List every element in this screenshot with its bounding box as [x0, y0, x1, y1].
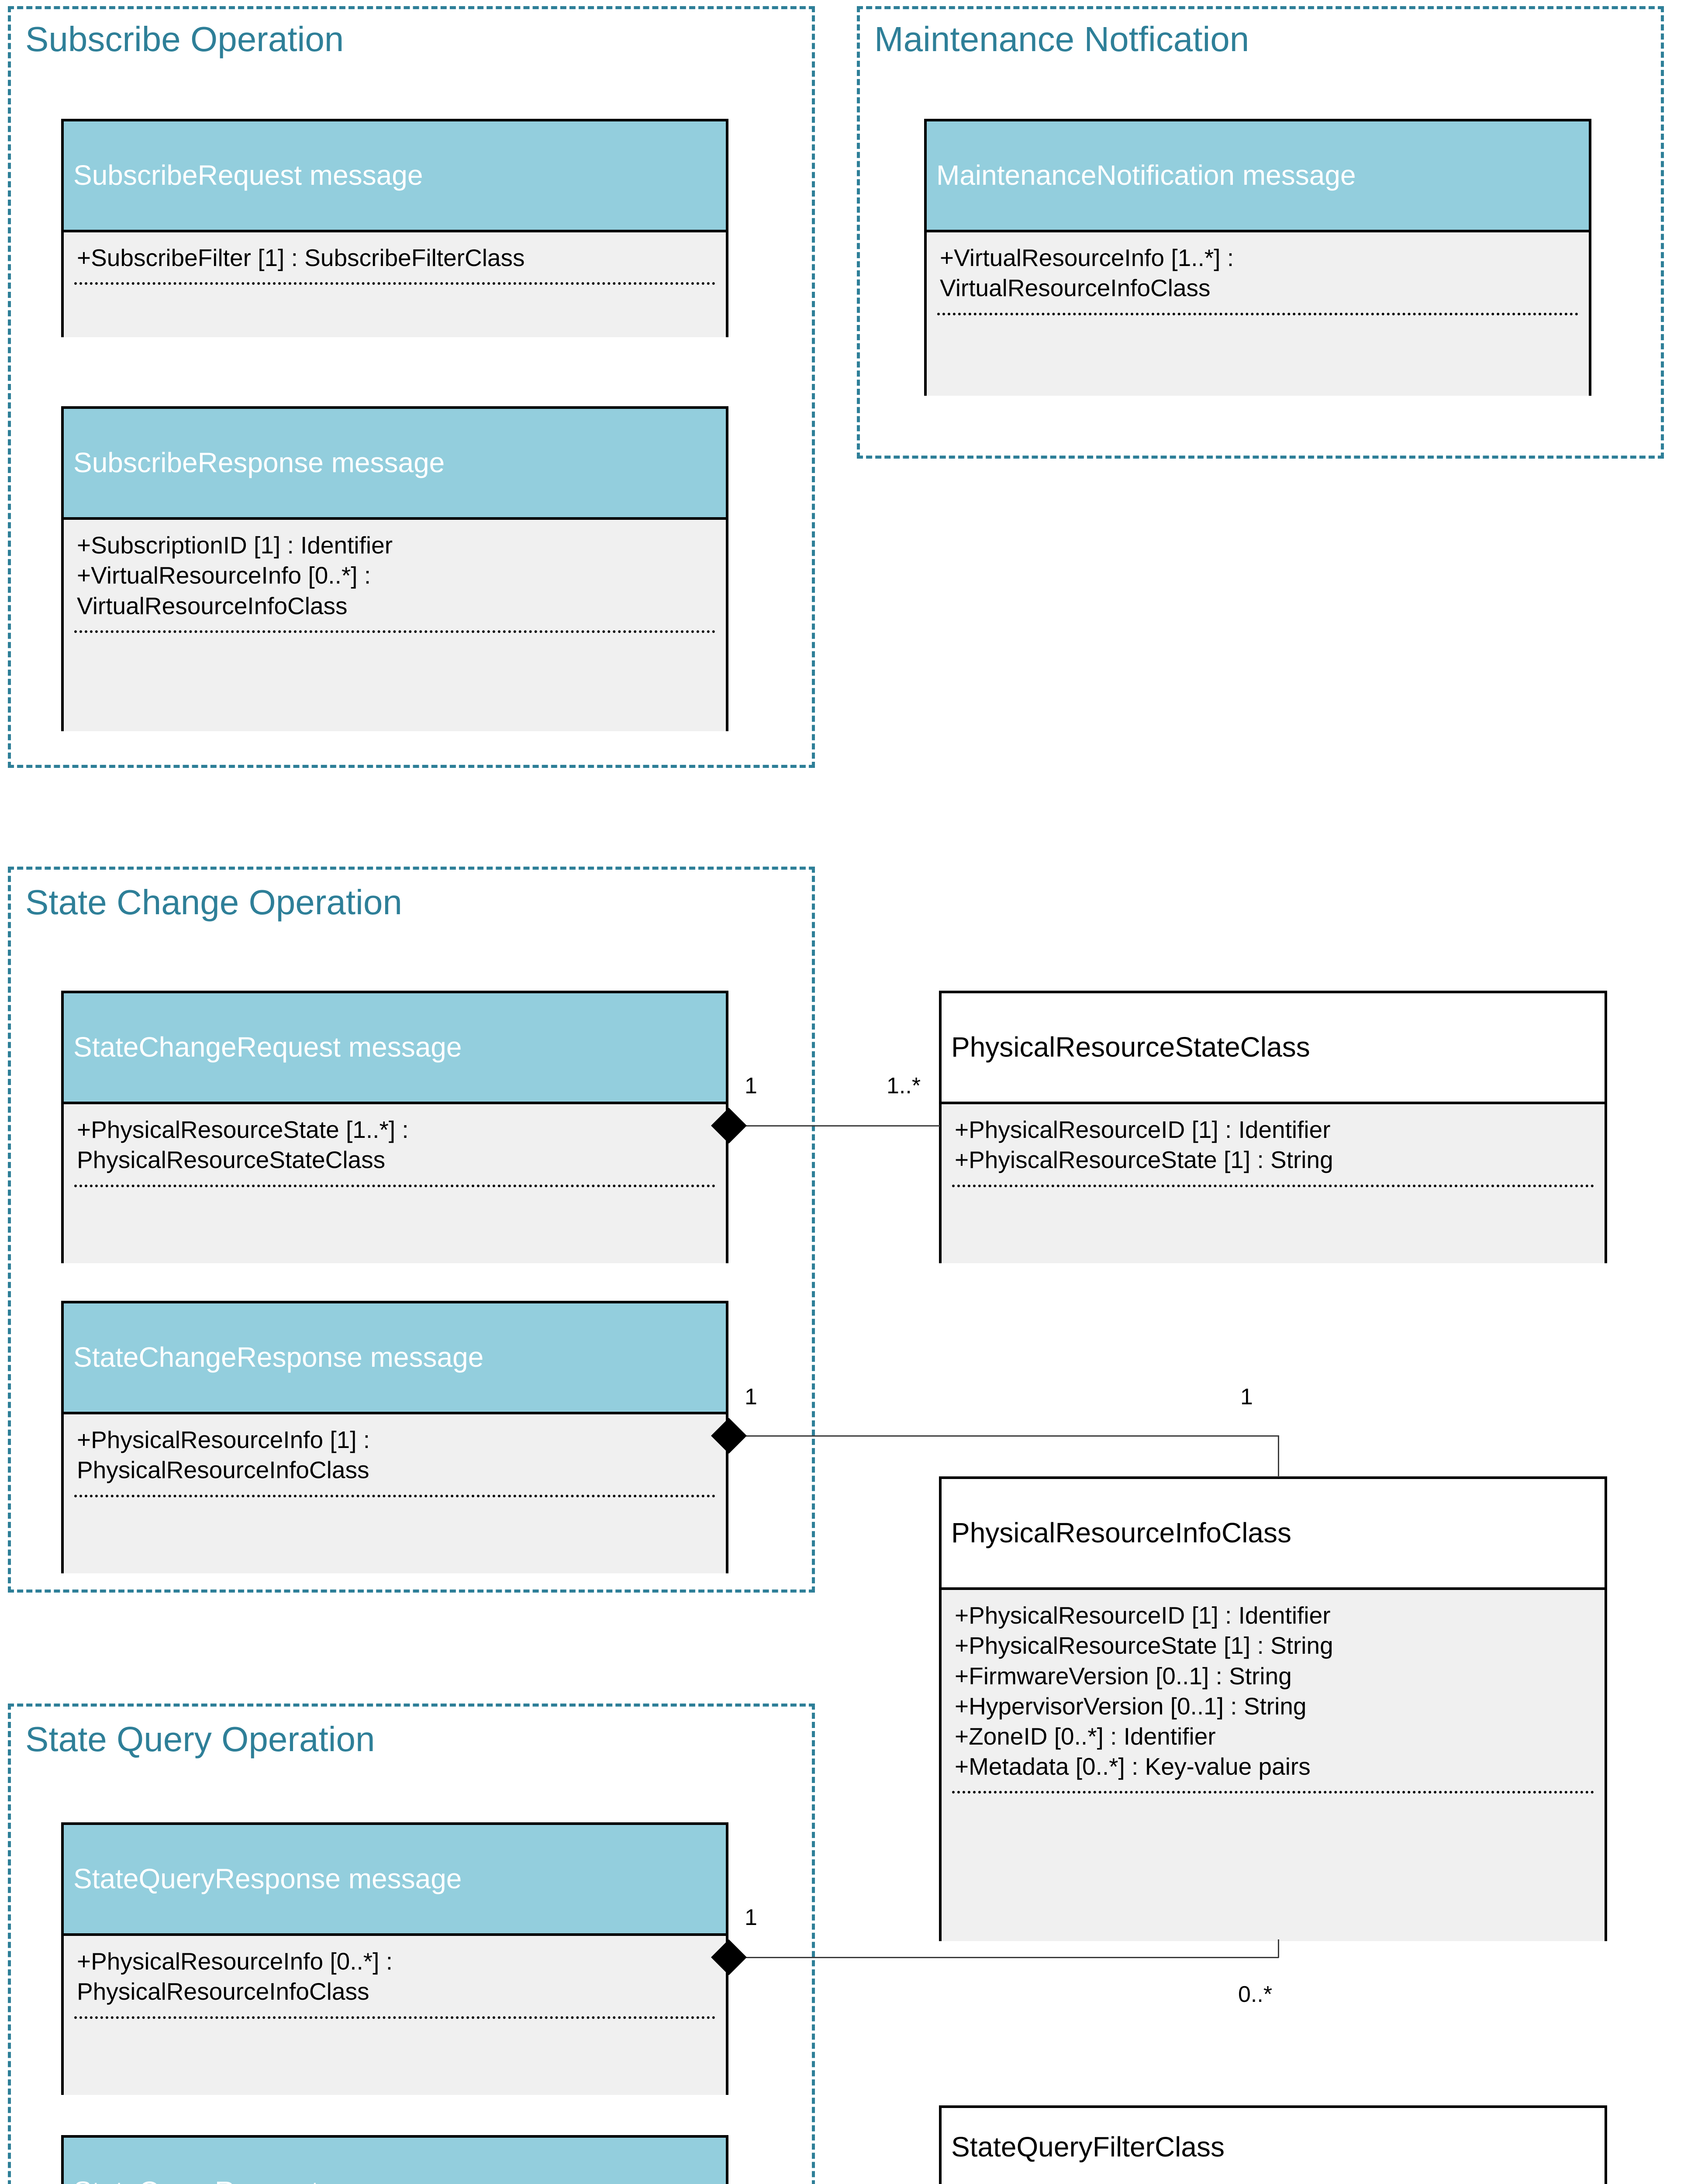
box-header-physical-resource-state-class: PhysicalResourceStateClass	[942, 993, 1605, 1104]
box-body-maintenance-notification: +VirtualResourceInfo [1..*] : VirtualRes…	[927, 232, 1589, 396]
attribute-divider	[74, 630, 715, 633]
box-state-query-filter-class: StateQueryFilterClass +PhysicalResourceI…	[939, 2105, 1607, 2184]
box-header-state-query-filter-class: StateQueryFilterClass	[942, 2108, 1605, 2184]
box-header-state-change-request: StateChangeRequest message	[64, 993, 726, 1104]
attribute-row: +FirmwareVersion [0..1] : String	[955, 1662, 1292, 1690]
attribute-divider	[74, 1185, 715, 1187]
multiplicity-sqrsp-target: 0..*	[1238, 1982, 1273, 2007]
attribute-divider	[74, 282, 715, 285]
box-title-state-query-response: StateQueryResponse message	[73, 1863, 462, 1895]
box-state-query-request: StateQueryRequest message StateQueryFilt…	[61, 2135, 728, 2184]
box-title-physical-resource-state-class: PhysicalResourceStateClass	[951, 1031, 1310, 1063]
box-subscribe-response: SubscribeResponse message +SubscriptionI…	[61, 406, 728, 731]
box-state-query-response: StateQueryResponse message +PhysicalReso…	[61, 1822, 728, 2095]
frame-title-state-change-operation: State Change Operation	[25, 883, 402, 922]
frame-state-query-operation	[8, 1704, 815, 2184]
attribute-divider	[74, 2016, 715, 2019]
box-title-state-query-filter-class: StateQueryFilterClass	[951, 2131, 1225, 2163]
box-title-subscribe-request: SubscribeRequest message	[73, 159, 423, 191]
multiplicity-scrsp-source: 1	[745, 1384, 757, 1410]
assoc-line-state-change-response	[742, 1435, 1279, 1437]
frame-title-subscribe-operation: Subscribe Operation	[25, 20, 344, 59]
attribute-row: +Metadata [0..*] : Key-value pairs	[955, 1753, 1311, 1780]
box-body-subscribe-request: +SubscribeFilter [1] : SubscribeFilterCl…	[64, 232, 726, 337]
box-body-physical-resource-info-class: +PhysicalResourceID [1] : Identifier +Ph…	[942, 1590, 1605, 1941]
box-header-subscribe-response: SubscribeResponse message	[64, 409, 726, 520]
attribute-row: +VirtualResourceInfo [1..*] : VirtualRes…	[940, 244, 1234, 302]
assoc-line-state-query-response	[742, 1957, 1279, 1958]
box-header-maintenance-notification: MaintenanceNotification message	[927, 121, 1589, 232]
attribute-row: +PhysicalResourceID [1] : Identifier	[955, 1602, 1331, 1629]
box-body-state-change-request: +PhysicalResourceState [1..*] : Physical…	[64, 1104, 726, 1263]
attribute-row: +ZoneID [0..*] : Identifier	[955, 1723, 1216, 1750]
box-title-state-query-request: StateQueryRequest message	[73, 2177, 440, 2184]
box-body-state-query-response: +PhysicalResourceInfo [0..*] : PhysicalR…	[64, 1936, 726, 2095]
box-title-state-change-response: StateChangeResponse message	[73, 1341, 484, 1373]
multiplicity-sqrsp-source: 1	[745, 1905, 757, 1930]
attribute-row: +PhyiscalResourceState [1] : String	[955, 1146, 1333, 1174]
box-physical-resource-state-class: PhysicalResourceStateClass +PhysicalReso…	[939, 991, 1607, 1263]
multiplicity-scr-source: 1	[745, 1073, 757, 1099]
assoc-line-state-change-response-drop	[1278, 1435, 1279, 1477]
box-title-state-change-request: StateChangeRequest message	[73, 1031, 462, 1063]
attribute-divider	[74, 1495, 715, 1497]
box-state-change-response: StateChangeResponse message +PhysicalRes…	[61, 1301, 728, 1573]
box-title-subscribe-response: SubscribeResponse message	[73, 447, 445, 479]
frame-subscribe-operation	[8, 6, 815, 768]
frame-maintenance-notification	[857, 6, 1664, 459]
box-header-state-query-request: StateQueryRequest message	[64, 2138, 726, 2184]
attribute-row: +PhysicalResourceInfo [0..*] : PhysicalR…	[77, 1948, 393, 2005]
box-header-state-query-response: StateQueryResponse message	[64, 1825, 726, 1936]
attribute-row: +HypervisorVersion [0..1] : String	[955, 1692, 1307, 1720]
box-state-change-request: StateChangeRequest message +PhysicalReso…	[61, 991, 728, 1263]
attribute-row: +SubscriptionID [1] : Identifier	[77, 532, 393, 559]
box-body-subscribe-response: +SubscriptionID [1] : Identifier +Virtua…	[64, 520, 726, 731]
multiplicity-scrsp-target: 1	[1240, 1384, 1253, 1410]
box-header-subscribe-request: SubscribeRequest message	[64, 121, 726, 232]
attribute-row: +PhysicalResourceID [1] : Identifier	[955, 1116, 1331, 1143]
box-header-physical-resource-info-class: PhysicalResourceInfoClass	[942, 1479, 1605, 1590]
box-subscribe-request: SubscribeRequest message +SubscribeFilte…	[61, 119, 728, 337]
attribute-divider	[952, 1185, 1594, 1187]
box-title-physical-resource-info-class: PhysicalResourceInfoClass	[951, 1517, 1291, 1549]
frame-title-maintenance-notification: Maintenance Notfication	[874, 20, 1249, 59]
multiplicity-scr-target: 1..*	[887, 1073, 921, 1099]
attribute-row: +PhysicalResourceInfo [1] : PhysicalReso…	[77, 1426, 370, 1484]
assoc-line-state-change-request	[742, 1125, 940, 1127]
assoc-line-state-query-response-rise	[1278, 1939, 1279, 1958]
box-body-physical-resource-state-class: +PhysicalResourceID [1] : Identifier +Ph…	[942, 1104, 1605, 1263]
attribute-row: +SubscribeFilter [1] : SubscribeFilterCl…	[77, 244, 525, 271]
attribute-row: +PhysicalResourceState [1..*] : Physical…	[77, 1116, 409, 1174]
box-maintenance-notification: MaintenanceNotification message +Virtual…	[924, 119, 1591, 396]
box-header-state-change-response: StateChangeResponse message	[64, 1303, 726, 1414]
attribute-row: +VirtualResourceInfo [0..*] : VirtualRes…	[77, 562, 371, 619]
attribute-divider	[937, 313, 1578, 315]
box-physical-resource-info-class: PhysicalResourceInfoClass +PhysicalResou…	[939, 1476, 1607, 1941]
box-body-state-change-response: +PhysicalResourceInfo [1] : PhysicalReso…	[64, 1414, 726, 1573]
attribute-divider	[952, 1791, 1594, 1794]
frame-title-state-query-operation: State Query Operation	[25, 1720, 375, 1759]
box-title-maintenance-notification: MaintenanceNotification message	[936, 159, 1356, 191]
frame-state-change-operation	[8, 867, 815, 1593]
attribute-row: +PhysicalResourceState [1] : String	[955, 1632, 1333, 1659]
